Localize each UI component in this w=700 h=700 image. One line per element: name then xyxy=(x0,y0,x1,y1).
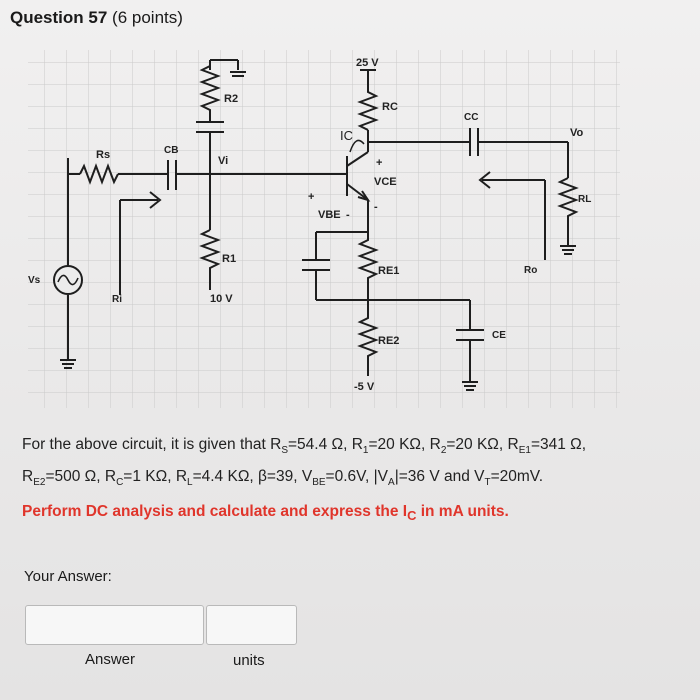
problem-line-2: RE2=500 Ω, RC=1 KΩ, RL=4.4 KΩ, β=39, VBE… xyxy=(22,468,544,489)
label-cb: CB xyxy=(164,145,178,156)
label-r1: R1 xyxy=(222,253,236,265)
answer-label: Answer xyxy=(85,651,136,668)
label-rl: RL xyxy=(578,194,591,205)
label-ro: Ro xyxy=(524,265,537,276)
units-label: units xyxy=(233,652,265,669)
label-ri: Ri xyxy=(112,294,122,305)
label-vce: VCE xyxy=(374,176,397,188)
question-points: (6 points) xyxy=(112,8,183,27)
task-instruction: Perform DC analysis and calculate and ex… xyxy=(22,503,509,524)
answer-input[interactable] xyxy=(25,605,204,645)
units-input[interactable] xyxy=(206,605,297,645)
label-cc: CC xyxy=(464,112,478,123)
label-vbe-plus: + xyxy=(308,191,314,203)
circuit-wires xyxy=(60,59,579,391)
label-r2: R2 xyxy=(224,93,238,105)
label-10v: 10 V xyxy=(210,293,233,305)
label-re2: RE2 xyxy=(378,335,399,347)
label-vbe: VBE xyxy=(318,209,341,221)
label-ce: CE xyxy=(492,330,506,341)
label-vs: Vs xyxy=(28,275,41,286)
label-vi: Vi xyxy=(218,155,228,167)
problem-statement: For the above circuit, it is given that … xyxy=(22,432,682,496)
label-vbe-minus: - xyxy=(346,209,350,221)
problem-line-1: For the above circuit, it is given that … xyxy=(22,436,587,457)
label-vce-minus: - xyxy=(374,201,378,213)
question-header: Question 57 (6 points) xyxy=(10,8,183,28)
label-rc: RC xyxy=(382,101,398,113)
your-answer-heading: Your Answer: xyxy=(24,568,112,585)
label-vce-plus: + xyxy=(376,157,382,169)
label-25v: 25 V xyxy=(356,57,379,69)
label-rs: Rs xyxy=(96,149,110,161)
label-ic: IC xyxy=(340,128,353,143)
label-vo: Vo xyxy=(570,127,584,139)
label-minus-5v: -5 V xyxy=(354,381,375,393)
circuit-diagram: R2 Vi R1 10 V Rs CB Vs Ri 25 V RC IC VCE… xyxy=(28,50,620,408)
label-re1: RE1 xyxy=(378,265,399,277)
question-title: Question 57 xyxy=(10,8,108,27)
grid-background xyxy=(28,50,620,408)
